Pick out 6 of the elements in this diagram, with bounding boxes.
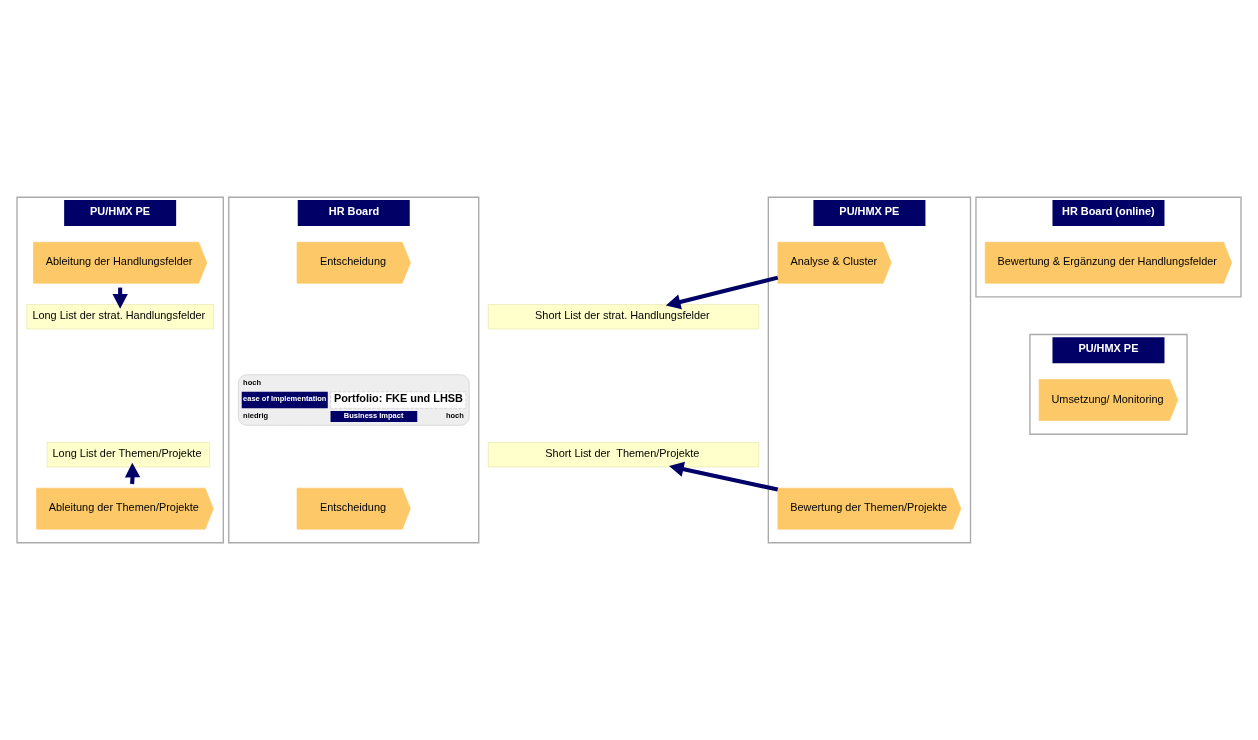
node-box: Long List der strat. Handlungsfelder	[26, 304, 214, 330]
node-box: Short List der Themen/Projekte	[487, 442, 760, 468]
arrow	[669, 461, 779, 492]
node-box: Short List der strat. Handlungsfelder	[487, 304, 760, 330]
node-box: Long List der Themen/Projekte	[46, 442, 210, 468]
arrow	[665, 275, 779, 310]
